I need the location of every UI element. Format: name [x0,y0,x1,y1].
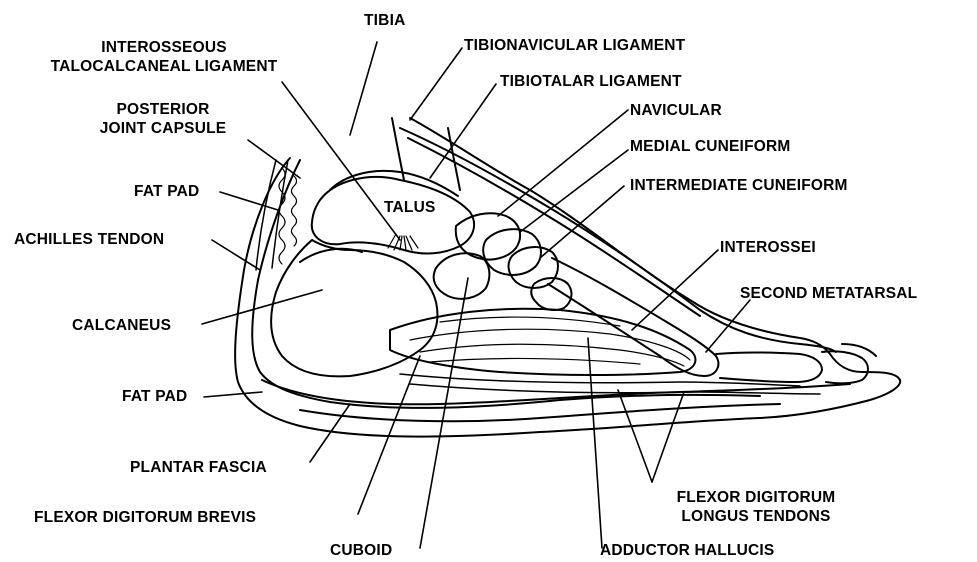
leader-adductor-hallucis [588,338,602,548]
muscle-fiber-2 [420,344,684,366]
label-medial-cuneiform: MEDIAL CUNEIFORM [630,137,791,156]
label-posterior-line1: POSTERIOR [68,100,258,119]
muscle-fiber-3 [430,358,640,364]
label-fat-pad-upper: FAT PAD [134,182,199,201]
leader-interossei [632,250,718,330]
fat-pad-squiggle-2 [292,176,297,246]
leader-calcaneus [202,290,322,324]
skin-outline [235,118,900,437]
label-tibia: TIBIA [364,11,405,30]
label-adductor-hallucis: ADDUCTOR HALLUCIS [600,541,774,560]
proximal-phalanx [716,353,822,383]
muscle-fiber-4 [440,317,620,326]
second-metatarsal-bone [548,258,718,376]
dorsal-tendon [408,138,700,316]
label-intermediate-cuneiform: INTERMEDIATE CUNEIFORM [630,176,848,195]
label-interosseous-line2: TALOCALCANEAL LIGAMENT [14,57,314,76]
label-fdl-line2: LONGUS TENDONS [636,507,876,526]
label-interosseous-line1: INTEROSSEOUS [14,38,314,57]
label-fat-pad-lower: FAT PAD [122,387,187,406]
label-achilles-tendon: ACHILLES TENDON [14,230,164,249]
label-interosseous-talocalcaneal-ligament: INTEROSSEOUS TALOCALCANEAL LIGAMENT [14,38,314,76]
label-talus: TALUS [384,198,436,217]
cuboid-bone [434,253,490,299]
label-posterior-joint-capsule: POSTERIOR JOINT CAPSULE [68,100,258,138]
label-navicular: NAVICULAR [630,101,722,120]
label-flexor-digitorum-longus-tendons: FLEXOR DIGITORUM LONGUS TENDONS [636,488,876,526]
leader-fat-pad-lower [204,392,262,397]
leader-tibia [350,42,377,135]
label-posterior-line2: JOINT CAPSULE [68,119,258,138]
label-calcaneus: CALCANEUS [72,316,171,335]
label-cuboid: CUBOID [330,541,392,560]
label-interossei: INTEROSSEI [720,238,816,257]
leader-fat-pad-upper [220,192,278,210]
label-tibiotalar-ligament: TIBIOTALAR LIGAMENT [500,72,682,91]
label-plantar-fascia: PLANTAR FASCIA [130,458,267,477]
leader-fdl-2 [652,392,684,482]
label-fdl-line1: FLEXOR DIGITORUM [636,488,876,507]
label-flexor-digitorum-brevis: FLEXOR DIGITORUM BREVIS [34,508,256,527]
leader-fdl-1 [618,390,652,482]
leader-achilles [212,240,260,270]
label-second-metatarsal: SECOND METATARSAL [740,284,917,303]
label-tibionavicular-ligament: TIBIONAVICULAR LIGAMENT [464,36,685,55]
leader-posterior-capsule [248,140,300,178]
calcaneus-bone [271,240,437,376]
toe-nail [842,344,876,356]
leader-tibionavicular [410,48,462,120]
